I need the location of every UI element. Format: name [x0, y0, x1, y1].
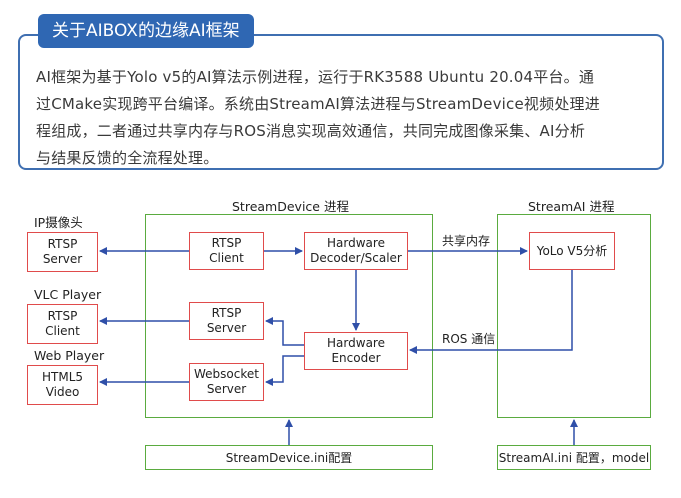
websocket-server-box: Websocket Server	[189, 363, 264, 401]
intro-line: 过CMake实现跨平台编译。系统由StreamAI算法进程与StreamDevi…	[36, 95, 600, 113]
stream-device-config: StreamDevice.ini配置	[145, 445, 433, 470]
intro-line: 与结果反馈的全流程处理。	[36, 149, 219, 167]
vlc-player-label: VLC Player	[34, 287, 102, 302]
yolo-analysis-box: YoLo V5分析	[529, 232, 615, 270]
arrow-encoder-to-websocket	[265, 355, 304, 386]
ip-camera-label: IP摄像头	[34, 215, 83, 230]
stream-device-title: StreamDevice 进程	[232, 199, 349, 214]
arrow-yolo-to-encoder	[409, 270, 573, 354]
stream-ai-title: StreamAI 进程	[528, 199, 615, 214]
html5-video-box: HTML5 Video	[27, 365, 98, 405]
stream-ai-config: StreamAI.ini 配置，model	[497, 445, 651, 470]
intro-card	[18, 34, 664, 170]
web-player-label: Web Player	[34, 348, 105, 363]
shared-memory-label: 共享内存	[442, 234, 491, 248]
stream-ai-region	[497, 214, 651, 418]
stream-device-region	[145, 214, 433, 418]
intro-text: AI框架为基于Yolo v5的AI算法示例进程，运行于RK3588 Ubuntu…	[36, 64, 654, 172]
rtsp-server-box: RTSP Server	[189, 302, 264, 340]
rtsp-client-vlc-box: RTSP Client	[27, 304, 98, 344]
ros-communication-label: ROS 通信	[442, 332, 496, 346]
intro-line: 程组成，二者通过共享内存与ROS消息实现高效通信，共同完成图像采集、AI分析	[36, 122, 586, 140]
rtsp-client-box: RTSP Client	[189, 232, 264, 270]
intro-line: AI框架为基于Yolo v5的AI算法示例进程，运行于RK3588 Ubuntu…	[36, 68, 595, 86]
intro-title: 关于AIBOX的边缘AI框架	[38, 14, 254, 48]
hardware-decoder-box: Hardware Decoder/Scaler	[304, 232, 408, 270]
rtsp-server-camera-box: RTSP Server	[27, 232, 98, 272]
arrow-encoder-to-rtsp-server	[265, 317, 304, 346]
hardware-encoder-box: Hardware Encoder	[304, 332, 408, 370]
